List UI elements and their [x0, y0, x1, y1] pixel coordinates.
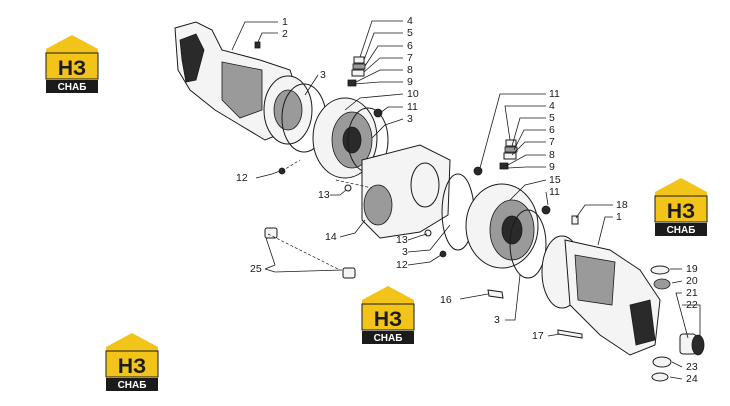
- assembly-line-12: [281, 159, 301, 172]
- differential-case: [361, 144, 451, 239]
- logo-caption: СНАБ: [58, 82, 87, 93]
- callout-21: 21: [686, 287, 698, 299]
- callout-2: 2: [282, 28, 288, 40]
- bolt-18: [571, 215, 579, 225]
- callout-3-c: 3: [402, 246, 408, 258]
- callout-24: 24: [686, 373, 698, 385]
- callout-19: 19: [686, 263, 698, 275]
- washer-23: [652, 356, 672, 368]
- washer-24: [651, 372, 669, 382]
- callout-4-left: 4: [407, 15, 413, 27]
- callout-12-b: 12: [396, 259, 408, 271]
- callout-15: 15: [549, 174, 561, 186]
- logo-caption: СНАБ: [667, 225, 696, 236]
- logo-caption: СНАБ: [374, 333, 403, 344]
- callout-13-b: 13: [396, 234, 408, 246]
- washer-19: [650, 265, 670, 275]
- callout-22: 22: [686, 299, 698, 311]
- ring-13a: [344, 184, 352, 192]
- right-axle-housing: [541, 235, 661, 356]
- callout-17: 17: [532, 330, 544, 342]
- callout-16: 16: [440, 294, 452, 306]
- callout-23: 23: [686, 361, 698, 373]
- callout-14: 14: [325, 231, 337, 243]
- callout-7-right: 7: [549, 136, 555, 148]
- watermark-logo-3: НЗ СНАБ: [361, 286, 415, 344]
- callout-3-a: 3: [320, 69, 326, 81]
- callout-6-left: 6: [407, 40, 413, 52]
- seal-22: [691, 334, 705, 356]
- callout-1-right: 1: [616, 211, 622, 223]
- callout-18: 18: [616, 199, 628, 211]
- callout-6-right: 6: [549, 124, 555, 136]
- leader-lines: [231, 20, 701, 380]
- ring-13b: [424, 229, 432, 237]
- callout-10: 10: [407, 88, 419, 100]
- callout-9-right: 9: [549, 161, 555, 173]
- assembly-line-25: [267, 233, 341, 271]
- callout-20: 20: [686, 275, 698, 287]
- callout-11-a: 11: [407, 101, 418, 113]
- callout-11-c: 11: [549, 186, 560, 198]
- watermark-logo-2: НЗ СНАБ: [654, 178, 708, 236]
- callout-3-b: 3: [407, 113, 413, 125]
- plug-11b: [473, 166, 483, 176]
- callout-12-a: 12: [236, 172, 248, 184]
- callout-4-right: 4: [549, 100, 555, 112]
- watermark-logo-4: НЗ СНАБ: [105, 333, 159, 391]
- callout-3-d: 3: [494, 314, 500, 326]
- planetary-carrier: [312, 97, 378, 179]
- bolt-2: [254, 41, 261, 49]
- callout-1-left: 1: [282, 16, 288, 28]
- bushing-25a: [264, 227, 278, 239]
- assembly-line-13: [335, 179, 373, 189]
- logo-mark: НЗ: [374, 308, 402, 331]
- logo-caption: СНАБ: [118, 380, 147, 391]
- logo-mark: НЗ: [58, 57, 86, 80]
- callout-11-b: 11: [549, 88, 560, 100]
- callout-labels: 1 2 3 4 5 6 7 8 9 10 11 3 12 13 14 13 3 …: [236, 15, 698, 385]
- plug-12b: [439, 250, 447, 258]
- bolt-16: [487, 289, 504, 299]
- left-axle-housing: [174, 21, 313, 145]
- plug-11a: [373, 108, 383, 118]
- callout-9-left: 9: [407, 76, 413, 88]
- callout-5-left: 5: [407, 27, 413, 39]
- bushing-25b: [342, 267, 356, 279]
- bearing-20: [653, 278, 671, 290]
- callout-5-right: 5: [549, 112, 555, 124]
- logo-mark: НЗ: [667, 200, 695, 223]
- callout-8-left: 8: [407, 64, 413, 76]
- callout-25: 25: [250, 263, 262, 275]
- callout-13-a: 13: [318, 189, 330, 201]
- watermark-logo-1: НЗ СНАБ: [45, 35, 99, 93]
- plug-11c: [541, 205, 551, 215]
- logo-mark: НЗ: [118, 355, 146, 378]
- callout-8-right: 8: [549, 149, 555, 161]
- bolt-17: [557, 329, 583, 339]
- right-carrier: [465, 183, 539, 269]
- o-ring-right: [509, 209, 547, 279]
- callout-7-left: 7: [407, 52, 413, 64]
